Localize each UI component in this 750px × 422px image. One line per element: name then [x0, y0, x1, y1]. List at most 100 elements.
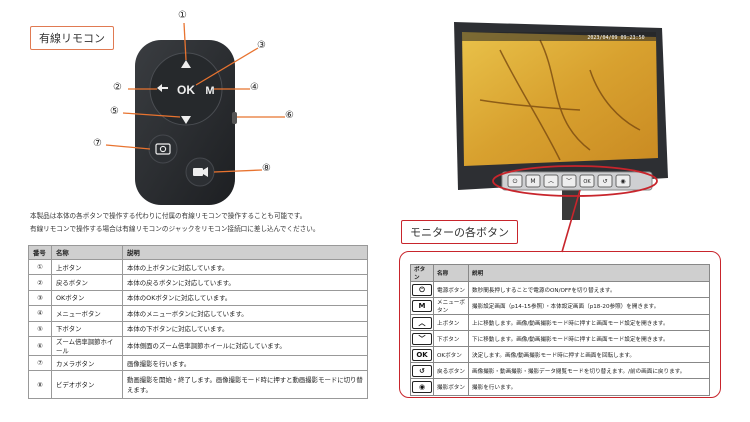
header-name: 名称	[51, 245, 123, 260]
row-name: ビデオボタン	[51, 370, 123, 400]
camera-icon: ◉	[412, 381, 432, 394]
row-description: 画像撮影・動画撮影・撮影データ閲覧モードを切り替えます。/前の画面に戻ります。	[468, 362, 710, 380]
row-name: 戻るボタン	[433, 362, 469, 380]
callout-6: ⑥	[285, 110, 294, 121]
row-description: 下に移動します。画像/動画撮影モード時に押すと画面モード設定を開きます。	[468, 330, 710, 348]
monitor-section-title: モニターの各ボタン	[401, 220, 518, 244]
row-name: 下ボタン	[51, 320, 123, 337]
button-strip-highlight	[492, 165, 658, 197]
svg-text:︿: ︿	[548, 178, 554, 185]
monitor-button-table: ボタン 名称 説明 ⏻電源ボタン数秒間長押しすることで電源のON/OFFを切り替…	[410, 264, 710, 396]
remote-back-arrow	[157, 84, 168, 92]
row-name: 上ボタン	[433, 314, 469, 332]
row-name: ズーム倍率調節ホイール	[51, 335, 123, 356]
row-name: OKボタン	[433, 346, 469, 364]
up-icon: ︿	[412, 316, 432, 329]
row-number: ⑦	[28, 354, 52, 372]
svg-text:↺: ↺	[602, 178, 607, 185]
callout-8: ⑧	[262, 163, 271, 174]
menu-m-icon: M	[412, 300, 432, 313]
table-row: ︿上ボタン上に移動します。画像/動画撮影モード時に押すと画面モード設定を開きます…	[410, 314, 710, 332]
row-name: 電源ボタン	[433, 280, 469, 299]
table-row: ◉撮影ボタン撮影を行います。	[410, 378, 710, 396]
row-name: 下ボタン	[433, 330, 469, 348]
row-name: OKボタン	[51, 289, 123, 307]
callout-4: ④	[250, 82, 259, 93]
svg-text:M: M	[530, 178, 535, 185]
monitor-screen	[462, 32, 658, 166]
remote-illustration: OK M	[105, 22, 285, 205]
ok-icon: OK	[412, 348, 432, 361]
remote-note-line-2: 有線リモコンで操作する場合は有線リモコンのジャックをリモコン接続口に差し込んでく…	[30, 225, 320, 233]
row-description: 撮影を行います。	[468, 378, 710, 396]
row-description: 本体のメニューボタンに対応しています。	[122, 305, 368, 322]
remote-down-arrow	[181, 116, 191, 124]
screen-timestamp: 2023/04/09 09:23:50	[587, 35, 644, 41]
callout-7: ⑦	[93, 138, 102, 149]
row-number: ①	[28, 258, 52, 276]
remote-section-title: 有線リモコン	[30, 26, 114, 50]
row-number: ⑧	[28, 370, 52, 400]
remote-m-label: M	[205, 85, 214, 97]
row-name: メニューボタン	[433, 297, 469, 316]
svg-text:⏻: ⏻	[513, 178, 518, 185]
row-number: ④	[28, 305, 52, 322]
callout-3: ③	[257, 40, 266, 51]
row-description: 本体側面のズーム倍率調節ホイールに対応しています。	[122, 335, 368, 356]
table-header-row: ボタン 名称 説明	[410, 264, 710, 282]
power-icon: ⏻	[412, 283, 432, 296]
svg-text:◉: ◉	[620, 178, 625, 185]
row-number: ③	[28, 289, 52, 307]
row-description: 本体のOKボタンに対応しています。	[122, 289, 368, 307]
table-row: ﹀下ボタン下に移動します。画像/動画撮影モード時に押すと画面モード設定を開きます…	[410, 330, 710, 348]
header-description: 説明	[468, 264, 710, 282]
svg-text:﹀: ﹀	[566, 178, 572, 185]
remote-note-line-1: 本製品は本体の各ボタンで操作する代わりに付属の有線リモコンで操作することも可能で…	[30, 212, 307, 220]
row-description: 上に移動します。画像/動画撮影モード時に押すと画面モード設定を開きます。	[468, 314, 710, 332]
row-description: 本体の戻るボタンに対応しています。	[122, 274, 368, 291]
row-name: 撮影ボタン	[433, 378, 469, 396]
monitor-table-frame	[399, 251, 721, 398]
header-button: ボタン	[410, 264, 434, 282]
callout-lines	[105, 22, 285, 173]
header-name: 名称	[433, 264, 469, 282]
row-number: ⑤	[28, 320, 52, 337]
row-description: 撮影設定画面（p14-15参照）・本体設定画面（p18-20参照）を開きます。	[468, 297, 710, 316]
down-icon: ﹀	[412, 332, 432, 345]
row-number: ⑥	[28, 335, 52, 356]
row-name: メニューボタン	[51, 305, 123, 322]
remote-camera-button	[148, 134, 178, 164]
row-description: 決定します。画像/動画撮影モード時に押すと画面を回転します。	[468, 346, 710, 364]
remote-ok-label: OK	[177, 83, 195, 97]
monitor-illustration: 2023/04/09 09:23:50 ⏻ M ︿ ﹀ OK ↺ ◉	[454, 22, 668, 220]
row-name: カメラボタン	[51, 354, 123, 372]
remote-up-arrow	[181, 60, 191, 68]
remote-zoom-wheel	[232, 112, 237, 124]
highlight-connector	[561, 190, 581, 253]
row-description: 本体の上ボタンに対応しています。	[122, 258, 368, 276]
row-description: 画像撮影を行います。	[122, 354, 368, 372]
row-name: 上ボタン	[51, 258, 123, 276]
row-description: 数秒間長押しすることで電源のON/OFFを切り替えます。	[468, 280, 710, 299]
table-row: ⏻電源ボタン数秒間長押しすることで電源のON/OFFを切り替えます。	[410, 280, 710, 299]
table-header-row: 番号 名称 説明	[28, 245, 368, 260]
row-name: 戻るボタン	[51, 274, 123, 291]
table-row: ↺戻るボタン画像撮影・動画撮影・撮影データ閲覧モードを切り替えます。/前の画面に…	[410, 362, 710, 380]
header-description: 説明	[122, 245, 368, 260]
svg-text:OK: OK	[583, 179, 591, 185]
back-icon: ↺	[412, 364, 432, 377]
header-number: 番号	[28, 245, 52, 260]
callout-2: ②	[113, 82, 122, 93]
row-description: 本体の下ボタンに対応しています。	[122, 320, 368, 337]
